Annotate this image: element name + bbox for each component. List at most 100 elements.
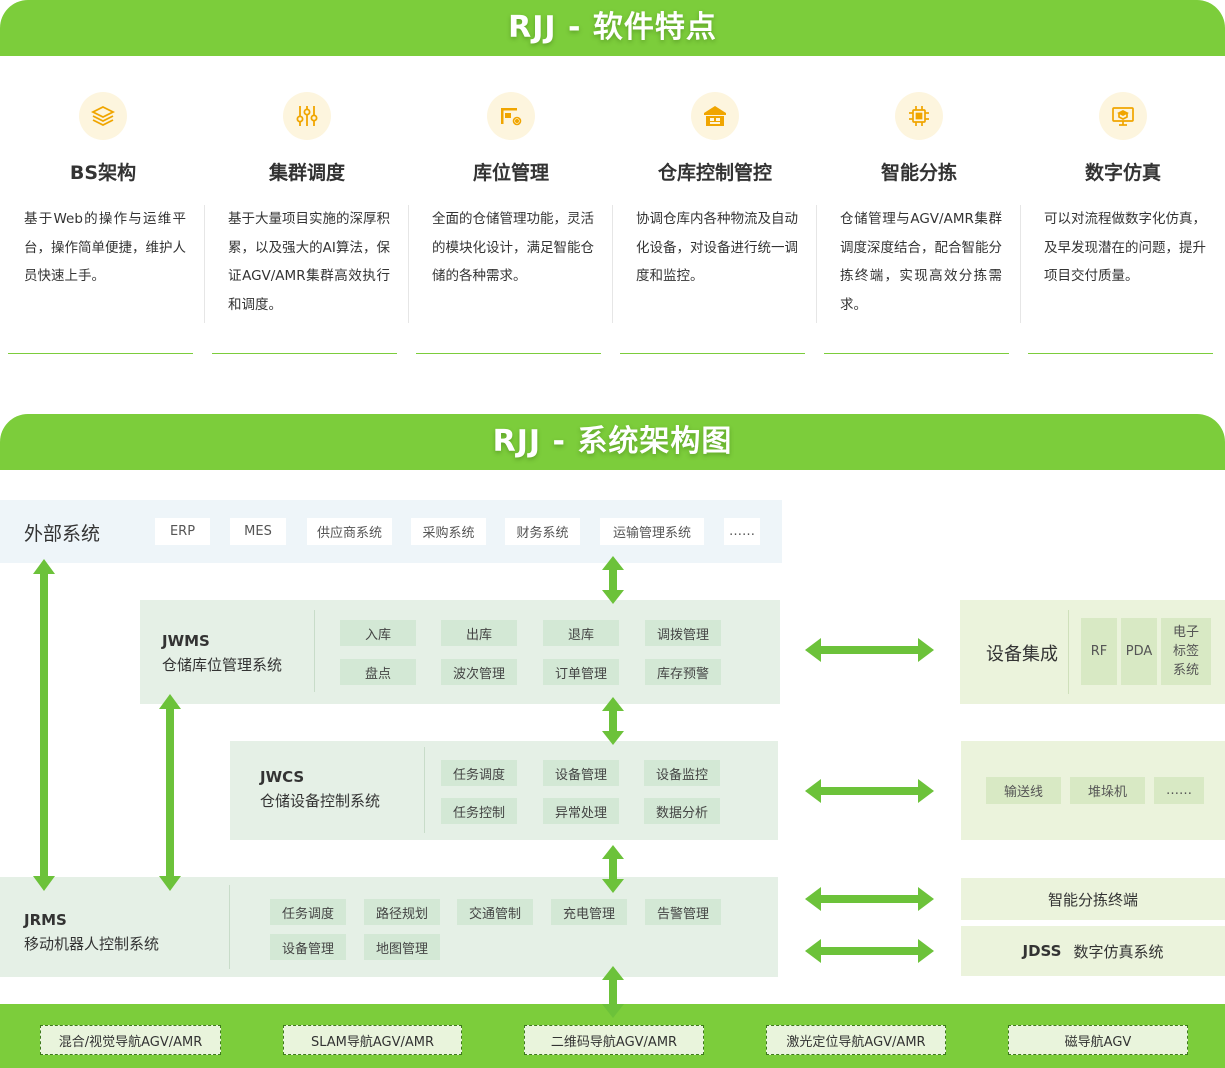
sorting-terminal-panel: 智能分拣终端 [961, 878, 1225, 920]
double-arrow-icon [805, 887, 934, 911]
jwms-panel: JWMS 仓储库位管理系统 入库 出库 退库 调拨管理 盘点 波次管理 订单管理… [140, 600, 780, 704]
feature-underline [824, 353, 1009, 354]
jrms-module: 充电管理 [551, 899, 627, 925]
feature-card-simulation: 数字仿真 可以对流程做数字化仿真，及早发现潜在的问题，提升项目交付质量。 [1028, 92, 1218, 354]
device-pda: PDA [1121, 618, 1157, 685]
device-more: …… [1154, 777, 1204, 804]
feature-title: 数字仿真 [1084, 162, 1161, 184]
feature-card-location: 库位管理 全面的仓储管理功能，灵活的模块化设计，满足智能仓储的各种需求。 [416, 92, 606, 354]
divider [229, 885, 230, 969]
monitor-icon [1099, 92, 1147, 140]
jwms-title: JWMS 仓储库位管理系统 [162, 629, 282, 677]
external-tag: 供应商系统 [307, 518, 392, 545]
agv-type: 混合/视觉导航AGV/AMR [40, 1025, 221, 1055]
jwms-code: JWMS [162, 632, 210, 650]
feature-underline [620, 353, 805, 354]
feature-card-sorting: 智能分拣 仓储管理与AGV/AMR集群调度深度结合，配合智能分拣终端，实现高效分… [824, 92, 1014, 354]
feature-card-warehouse: 仓库控制管控 协调仓库内各种物流及自动化设备，对设备进行统一调度和监控。 [620, 92, 810, 354]
double-arrow-icon [159, 694, 181, 891]
agv-type: 磁导航AGV [1008, 1025, 1188, 1055]
feature-desc: 可以对流程做数字化仿真，及早发现潜在的问题，提升项目交付质量。 [1044, 211, 1206, 284]
feature-desc: 基于Web的操作与运维平台，操作简单便捷，维护人员快速上手。 [24, 211, 186, 284]
jrms-module: 路径规划 [364, 899, 440, 925]
double-arrow-icon [602, 966, 624, 1018]
feature-title: 仓库控制管控 [657, 162, 772, 184]
features-banner: RJJ - 软件特点 [0, 0, 1225, 56]
architecture-banner: RJJ - 系统架构图 [0, 414, 1225, 470]
jwms-module: 调拨管理 [645, 620, 721, 646]
jwms-module: 波次管理 [441, 659, 517, 685]
jrms-name: 移动机器人控制系统 [24, 935, 160, 953]
feature-desc: 协调仓库内各种物流及自动化设备，对设备进行统一调度和监控。 [636, 211, 798, 284]
feature-card-cluster: 集群调度 基于大量项目实施的深厚积累，以及强大的AI算法，保证AGV/AMR集群… [212, 92, 402, 354]
feature-underline [1028, 353, 1213, 354]
jwcs-panel: JWCS 仓储设备控制系统 任务调度 设备管理 设备监控 任务控制 异常处理 数… [230, 741, 778, 840]
feature-desc: 仓储管理与AGV/AMR集群调度深度结合，配合智能分拣终端，实现高效分拣需求。 [840, 211, 1002, 313]
jwms-module: 订单管理 [543, 659, 619, 685]
device-integration-panel: 设备集成 RF PDA 电子 标签 系统 [960, 600, 1225, 704]
jrms-module: 交通管制 [457, 899, 533, 925]
divider [408, 205, 409, 323]
divider [424, 747, 425, 833]
divider [612, 205, 613, 323]
double-arrow-icon [602, 845, 624, 893]
external-tag: 运输管理系统 [600, 518, 704, 545]
jrms-module: 设备管理 [270, 934, 346, 960]
double-arrow-icon [805, 638, 934, 662]
device-integration-label: 设备集成 [986, 644, 1058, 665]
external-systems-panel: 外部系统 ERP MES 供应商系统 采购系统 财务系统 运输管理系统 …… [0, 500, 782, 563]
double-arrow-icon [805, 779, 934, 803]
device-rf: RF [1081, 618, 1117, 685]
divider [1068, 610, 1069, 694]
jrms-module: 告警管理 [645, 899, 721, 925]
divider [314, 610, 315, 692]
feature-title: BS架构 [69, 162, 137, 184]
jrms-module: 地图管理 [364, 934, 440, 960]
jdss-name: 数字仿真系统 [1073, 942, 1164, 961]
jwcs-code: JWCS [260, 768, 305, 786]
jwcs-name: 仓储设备控制系统 [260, 792, 381, 810]
divider [204, 205, 205, 323]
double-arrow-icon [33, 559, 55, 891]
double-arrow-icon [602, 556, 624, 604]
sliders-icon [283, 92, 331, 140]
external-systems-label: 外部系统 [24, 523, 101, 545]
device-conveyor: 输送线 [986, 777, 1061, 804]
device-line-panel: 输送线 堆垛机 …… [961, 741, 1225, 840]
double-arrow-icon [805, 939, 934, 963]
jdss-code: JDSS [1022, 942, 1062, 960]
device-stacker: 堆垛机 [1070, 777, 1145, 804]
jrms-code: JRMS [24, 911, 67, 929]
jwcs-module: 任务控制 [441, 798, 517, 824]
feature-desc: 基于大量项目实施的深厚积累，以及强大的AI算法，保证AGV/AMR集群高效执行和… [228, 211, 390, 313]
feature-title: 集群调度 [268, 162, 345, 184]
jwcs-module: 异常处理 [543, 798, 619, 824]
jwcs-module: 任务调度 [441, 760, 517, 786]
device-electronic-label: 电子 标签 系统 [1161, 618, 1211, 685]
jwms-module: 出库 [441, 620, 517, 646]
feature-underline [212, 353, 397, 354]
jwcs-title: JWCS 仓储设备控制系统 [260, 765, 380, 813]
jwcs-module: 数据分析 [644, 798, 720, 824]
feature-underline [416, 353, 601, 354]
jwms-module: 退库 [543, 620, 619, 646]
external-tag: 财务系统 [505, 518, 580, 545]
divider [816, 205, 817, 323]
jrms-module: 任务调度 [270, 899, 346, 925]
external-tag-more: …… [724, 518, 760, 545]
warehouse-icon [691, 92, 739, 140]
layers-icon [79, 92, 127, 140]
feature-desc: 全面的仓储管理功能，灵活的模块化设计，满足智能仓储的各种需求。 [432, 211, 594, 284]
jdss-panel: JDSS 数字仿真系统 [961, 926, 1225, 976]
jwcs-module: 设备管理 [543, 760, 619, 786]
agv-type: SLAM导航AGV/AMR [283, 1025, 462, 1055]
jwms-module: 入库 [340, 620, 416, 646]
double-arrow-icon [602, 697, 624, 745]
jwms-module: 库存预警 [645, 659, 721, 685]
external-tag: ERP [155, 518, 210, 545]
jrms-panel: JRMS 移动机器人控制系统 任务调度 路径规划 交通管制 充电管理 告警管理 … [0, 877, 778, 977]
feature-underline [8, 353, 193, 354]
agv-type: 激光定位导航AGV/AMR [766, 1025, 946, 1055]
chip-icon [895, 92, 943, 140]
